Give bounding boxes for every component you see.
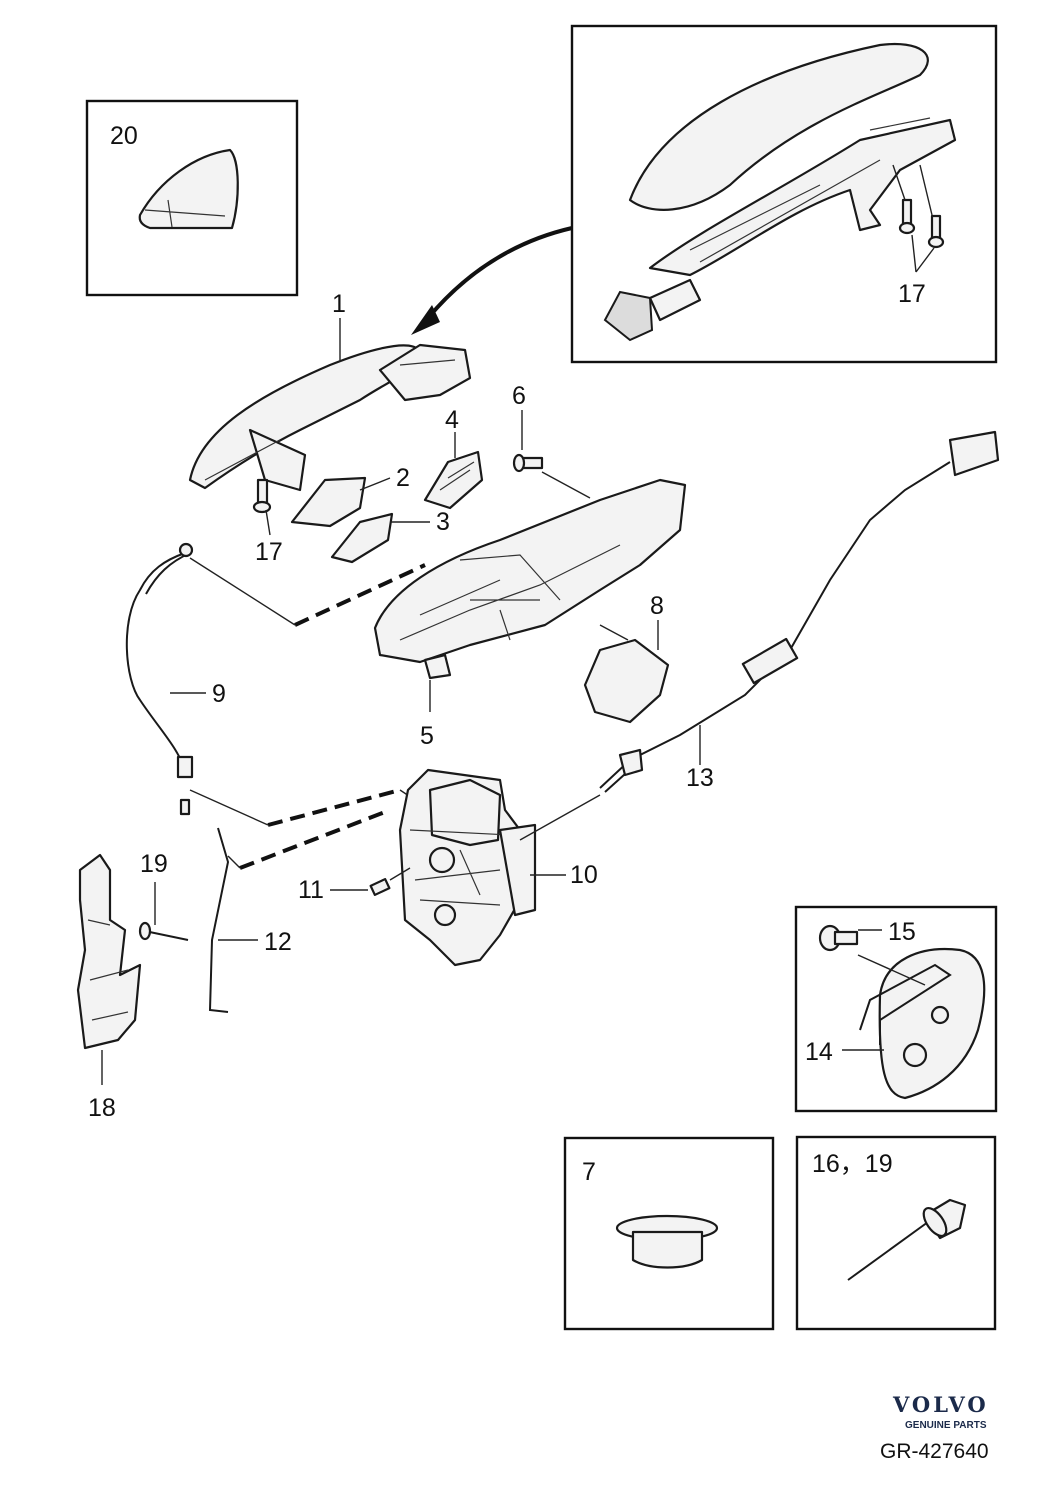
dash-12-to-10 xyxy=(239,810,386,870)
grommet-part xyxy=(631,1230,704,1269)
screw-17 xyxy=(252,478,272,514)
assembly-arrow-head xyxy=(411,305,440,335)
inset-screw-right xyxy=(927,214,945,249)
cable-9 xyxy=(125,542,194,816)
lock-cover-8 xyxy=(583,638,670,724)
brand-logo: VOLVO xyxy=(892,1392,989,1417)
callout-12: 12 xyxy=(264,928,292,956)
callout-4: 4 xyxy=(445,406,459,434)
callout-8: 8 xyxy=(650,592,664,620)
callout-9: 9 xyxy=(212,680,226,708)
callout-11: 11 xyxy=(298,876,324,904)
callout-17: 17 xyxy=(255,538,283,566)
callout-17-inset: 17 xyxy=(898,280,926,308)
dash-9-to-10 xyxy=(267,788,401,827)
handle-cover-part xyxy=(138,148,239,230)
inset-door-check: 15 14 xyxy=(794,905,998,1113)
screw-11 xyxy=(369,877,391,897)
callout-6: 6 xyxy=(512,382,526,410)
callout-3: 3 xyxy=(436,508,450,536)
callout-14: 14 xyxy=(805,1038,833,1066)
handle-cap-2 xyxy=(290,476,367,528)
inset-handle-grip xyxy=(628,42,929,211)
gasket-4 xyxy=(423,450,484,510)
callout-18: 18 xyxy=(88,1094,116,1122)
callout-7: 7 xyxy=(582,1158,596,1186)
callout-15: 15 xyxy=(888,918,916,946)
gasket-3 xyxy=(330,512,394,564)
bracket-18 xyxy=(76,853,142,1050)
inset-connector xyxy=(603,290,654,342)
inset-handle-cover: 20 xyxy=(85,99,299,297)
inset-grommet: 7 xyxy=(563,1136,775,1331)
inset-handle-base: 17 xyxy=(570,24,998,364)
callout-5: 5 xyxy=(420,722,434,750)
outer-handle xyxy=(188,343,472,492)
volvo-brand: VOLVO GENUINE PARTS GR-427640 xyxy=(880,1392,989,1463)
callout-16-19: 16，19 xyxy=(812,1150,893,1178)
screw-6 xyxy=(512,453,544,473)
brand-tagline: GENUINE PARTS xyxy=(905,1420,987,1431)
callout-1: 1 xyxy=(332,290,346,318)
dash-9-to-5 xyxy=(294,563,426,627)
callout-10: 10 xyxy=(570,861,598,889)
callout-13: 13 xyxy=(686,764,714,792)
inset-screw-left xyxy=(898,198,916,235)
cable-13 xyxy=(599,430,1000,793)
door-lock-10 xyxy=(398,768,537,967)
rivet-19 xyxy=(138,921,189,941)
inset-handle-bracket xyxy=(648,118,957,277)
reference-code: GR-427640 xyxy=(880,1440,989,1463)
rod-12 xyxy=(208,827,230,1013)
inset-rivet: 16，19 xyxy=(795,1135,997,1331)
callout-2: 2 xyxy=(396,464,410,492)
assembly-arrow xyxy=(426,226,573,320)
callout-20: 20 xyxy=(110,122,138,150)
callout-19: 19 xyxy=(140,850,168,878)
handle-carrier xyxy=(373,478,687,680)
